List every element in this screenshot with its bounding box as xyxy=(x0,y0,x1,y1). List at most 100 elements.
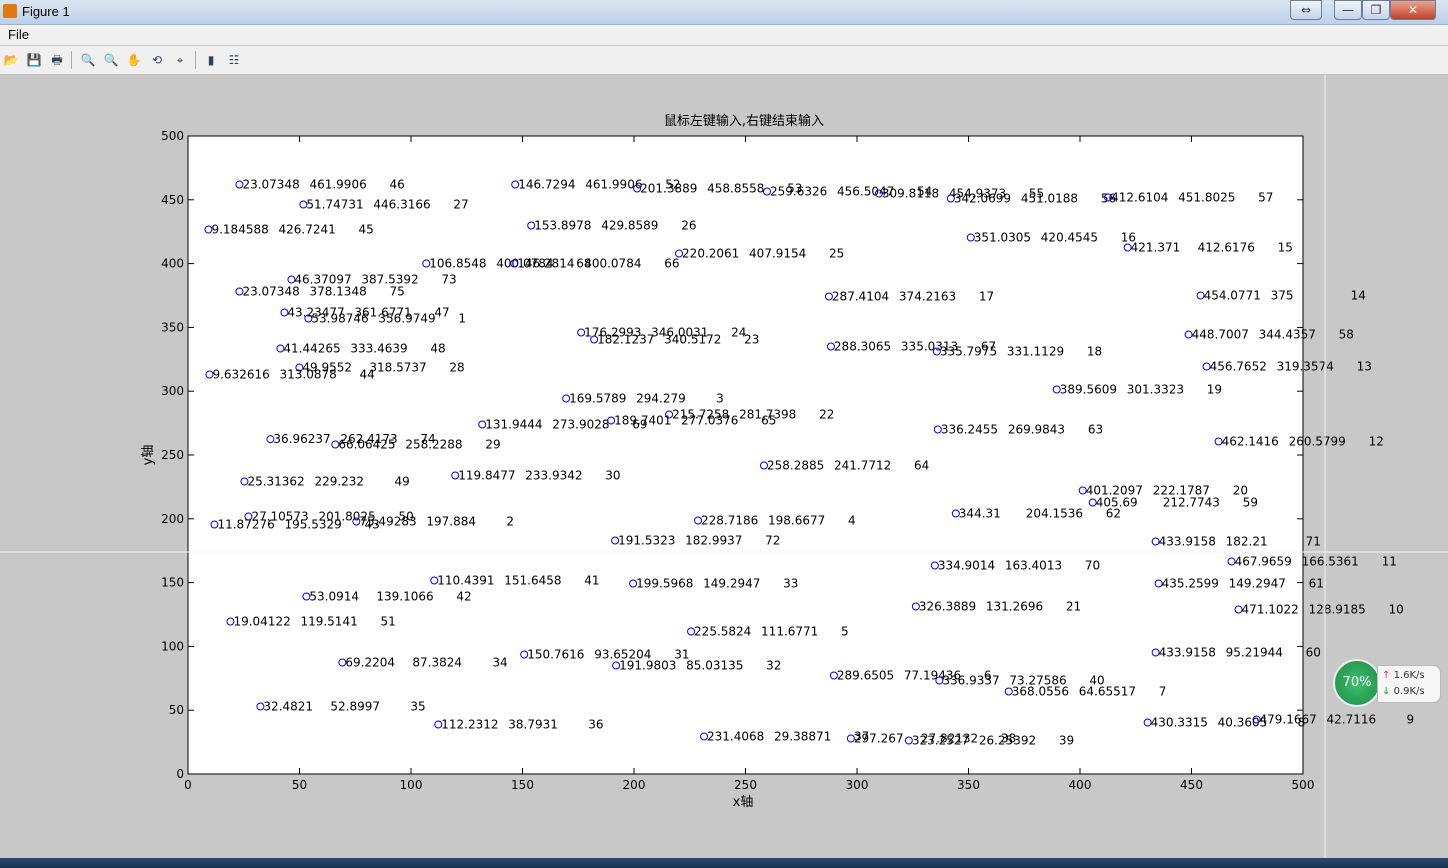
point-y-label: 182.9937 xyxy=(685,534,742,548)
point-x-label: 199.5968 xyxy=(636,576,693,590)
point-x-label: 334.9014 xyxy=(938,558,995,572)
point-x-label: 433.9158 xyxy=(1159,646,1216,660)
point-x-label: 23.07348 xyxy=(242,178,299,192)
maximize-button[interactable]: ❐ xyxy=(1362,0,1390,20)
network-widget[interactable]: 70% ↑ 1.6K/s ↓ 0.9K/s xyxy=(1333,659,1441,707)
point-marker xyxy=(235,180,244,189)
point-x-label: 146.2814 xyxy=(517,256,574,270)
point-marker xyxy=(1202,362,1211,371)
y-tick-label: 100 xyxy=(161,639,184,653)
point-index-label: 13 xyxy=(1357,359,1372,373)
zoom-out-icon[interactable]: 🔍 xyxy=(103,53,119,67)
zoom-in-icon[interactable]: 🔍 xyxy=(80,53,96,67)
point-marker xyxy=(1184,330,1193,339)
point-index-label: 70 xyxy=(1085,558,1100,572)
point-marker xyxy=(874,189,883,198)
point-marker xyxy=(687,627,696,636)
point-marker xyxy=(612,661,621,670)
point-y-label: 318.5737 xyxy=(369,360,426,374)
point-marker xyxy=(933,425,942,434)
point-index-label: 68 xyxy=(576,256,591,270)
point-index-label: 53 xyxy=(787,182,802,196)
point-x-label: 289.6505 xyxy=(837,669,894,683)
point-index-label: 75 xyxy=(389,285,404,299)
point-marker xyxy=(904,736,913,745)
point-index-label: 42 xyxy=(456,590,471,604)
point-x-label: 19.04122 xyxy=(233,615,290,629)
point-index-label: 65 xyxy=(761,414,776,428)
toolbar-separator xyxy=(71,51,72,69)
point-index-label: 12 xyxy=(1369,435,1384,449)
upload-speed: ↑ 1.6K/s xyxy=(1382,670,1425,681)
point-x-label: 351.0305 xyxy=(974,231,1031,245)
point-y-label: 340.5172 xyxy=(664,333,721,347)
point-marker xyxy=(434,720,443,729)
point-x-label: 25.31362 xyxy=(247,474,304,488)
point-x-label: 46.37097 xyxy=(294,273,351,287)
axes-box[interactable] xyxy=(187,135,1304,775)
point-marker xyxy=(966,233,975,242)
point-marker xyxy=(422,259,431,268)
menu-file[interactable]: File xyxy=(8,27,29,42)
point-x-label: 49.9552 xyxy=(302,360,352,374)
point-marker xyxy=(1123,243,1132,252)
point-index-label: 34 xyxy=(492,656,507,670)
point-index-label: 16 xyxy=(1121,231,1136,245)
point-y-label: 346.0031 xyxy=(651,326,708,340)
point-index-label: 15 xyxy=(1278,240,1293,254)
point-marker xyxy=(527,221,536,230)
point-marker xyxy=(846,734,855,743)
point-x-label: 323.2527 xyxy=(912,734,969,748)
close-button[interactable]: ✕ xyxy=(1390,0,1436,20)
point-marker xyxy=(266,435,275,444)
colorbar-icon[interactable]: ▮ xyxy=(207,53,215,67)
print-icon[interactable]: 🖶 xyxy=(51,53,63,67)
point-marker xyxy=(590,335,599,344)
point-y-label: 412.6176 xyxy=(1198,240,1255,254)
point-y-label: 331.1129 xyxy=(1007,344,1064,358)
point-x-label: 336.2455 xyxy=(941,423,998,437)
point-x-label: 201.3889 xyxy=(640,182,697,196)
minimize-button[interactable]: — xyxy=(1334,0,1362,20)
window-titlebar: Figure 1 ⇔ — ❐ ✕ xyxy=(0,0,1448,25)
restore-button[interactable]: ⇔ xyxy=(1290,0,1322,20)
point-index-label: 48 xyxy=(430,342,445,356)
rotate-icon[interactable]: ⟲ xyxy=(151,53,163,67)
data-cursor-icon[interactable]: ⌖ xyxy=(176,53,184,67)
pan-icon[interactable]: ✋ xyxy=(126,53,142,67)
point-y-label: 260.5799 xyxy=(1289,435,1346,449)
point-y-label: 222.1787 xyxy=(1153,483,1210,497)
open-icon[interactable]: 📂 xyxy=(3,53,19,67)
point-y-label: 149.2947 xyxy=(1229,576,1286,590)
point-x-label: 309.8118 xyxy=(882,187,939,201)
point-marker xyxy=(607,416,616,425)
point-index-label: 36 xyxy=(588,718,603,732)
point-marker xyxy=(633,184,642,193)
point-y-label: 356.9749 xyxy=(378,312,435,326)
point-y-label: 269.9843 xyxy=(1008,423,1065,437)
point-marker xyxy=(451,471,460,480)
point-marker xyxy=(352,517,361,526)
point-y-label: 451.8025 xyxy=(1178,191,1235,205)
save-icon[interactable]: 💾 xyxy=(26,53,42,67)
point-y-label: 131.2696 xyxy=(986,600,1043,614)
point-x-label: 66.06425 xyxy=(338,438,395,452)
point-x-label: 215.7258 xyxy=(672,408,729,422)
point-y-label: 166.5361 xyxy=(1302,554,1359,568)
point-marker xyxy=(675,249,684,258)
point-marker xyxy=(826,342,835,351)
legend-icon[interactable]: ☷ xyxy=(228,53,240,67)
point-index-label: 21 xyxy=(1066,600,1081,614)
